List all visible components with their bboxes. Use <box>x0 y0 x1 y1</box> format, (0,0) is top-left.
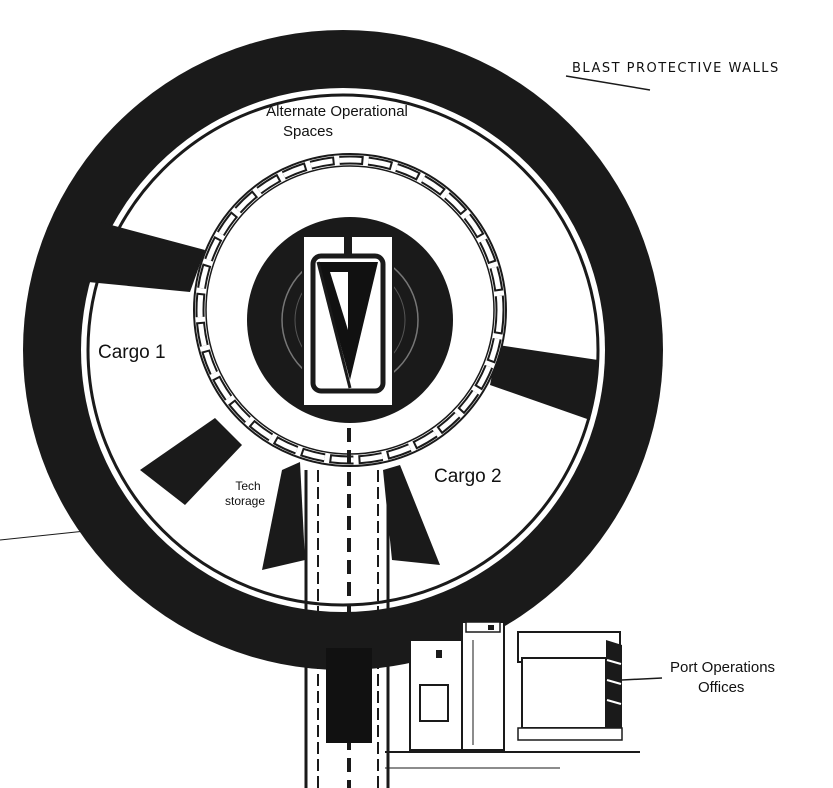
office-tower-vent <box>488 625 494 630</box>
office-low-window <box>419 684 449 722</box>
partition-wall-tech-right <box>262 462 305 570</box>
port-operations-buildings <box>385 621 640 769</box>
partition-wall-lower-left <box>140 418 242 505</box>
cargo1-label: Cargo 1 <box>98 342 166 363</box>
alt-ops-label-line2: Spaces <box>283 123 333 140</box>
hangar-stripe-1 <box>606 659 622 665</box>
lift-shaft-top <box>344 236 352 256</box>
cargo2-label: Cargo 2 <box>434 466 502 487</box>
port-ops-label-line1: Port Operations <box>670 659 775 676</box>
office-tower-cap <box>465 621 501 633</box>
tech-storage-label-line2: storage <box>225 494 265 508</box>
port-ops-leader <box>621 677 663 681</box>
hangar-stripe-2 <box>606 679 622 685</box>
hangar-body <box>521 657 607 729</box>
tech-storage-label-line1: Tech <box>235 479 260 493</box>
hangar-stripe-3 <box>606 699 622 705</box>
office-tower <box>461 621 505 751</box>
lift-car-highlight <box>330 272 348 330</box>
blast-walls-leader <box>565 75 651 91</box>
left-edge-leader <box>0 529 96 541</box>
lift-car-diagonal <box>316 261 352 389</box>
partition-wall-right <box>490 345 598 420</box>
blast-walls-label: BLAST PROTECTIVE WALLS <box>572 61 780 76</box>
port-ops-label-line2: Offices <box>698 679 744 696</box>
partition-wall-cargo2-left <box>383 465 440 565</box>
hangar-floor <box>517 727 623 741</box>
hangar-side <box>606 640 622 740</box>
office-low-vent <box>436 650 442 658</box>
tunnel-vehicle <box>326 648 372 743</box>
alt-ops-label-line1: Alternate Operational <box>266 103 408 120</box>
partition-wall-upper-left <box>88 222 205 292</box>
inner-wall-line <box>86 93 600 607</box>
